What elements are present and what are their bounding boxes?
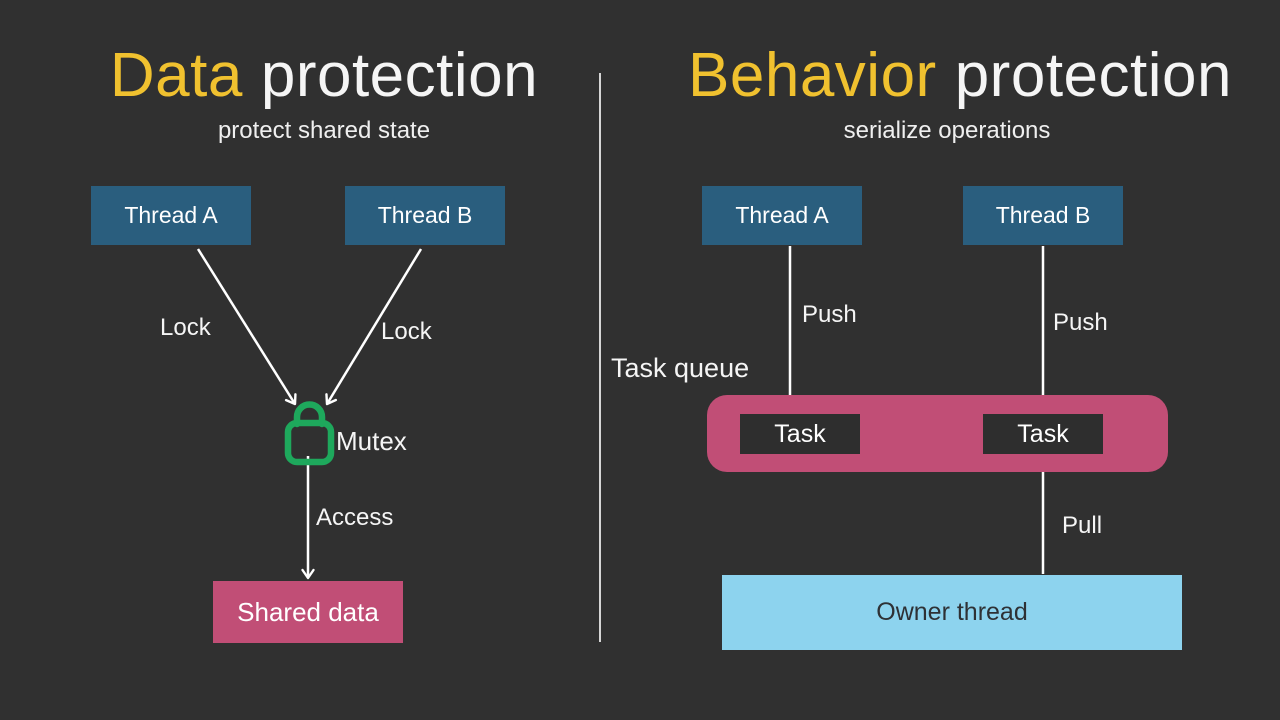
right-panel-subtitle: serialize operations <box>843 117 1051 144</box>
right-thread-a-box: Thread A <box>702 186 862 245</box>
push-label-a: Push <box>802 301 857 328</box>
task-box-1: Task <box>740 414 860 454</box>
left-thread-a-box: Thread A <box>91 186 251 245</box>
owner-thread-box: Owner thread <box>722 575 1182 650</box>
left-title-rest: protection <box>260 41 539 110</box>
left-title-accent: Data <box>109 41 243 110</box>
right-thread-b-box: Thread B <box>963 186 1123 245</box>
right-panel-title: Behavior protection <box>640 40 1280 111</box>
lock-icon <box>284 401 335 466</box>
task-queue-label: Task queue <box>611 353 750 383</box>
pull-label: Pull <box>1062 512 1103 539</box>
lock-label-a: Lock <box>160 314 211 341</box>
right-title-accent: Behavior <box>688 41 937 110</box>
task-box-2: Task <box>983 414 1103 454</box>
arrow-thread-a-lock <box>196 248 297 406</box>
access-label: Access <box>316 504 394 531</box>
left-thread-b-box: Thread B <box>345 186 505 245</box>
mutex-label: Mutex <box>336 426 407 456</box>
left-panel-title: Data protection <box>24 40 624 111</box>
push-label-b: Push <box>1053 309 1108 336</box>
lock-label-b: Lock <box>381 318 432 345</box>
shared-data-box: Shared data <box>213 581 403 643</box>
left-panel-subtitle: protect shared state <box>217 117 431 144</box>
right-title-rest: protection <box>954 41 1232 110</box>
